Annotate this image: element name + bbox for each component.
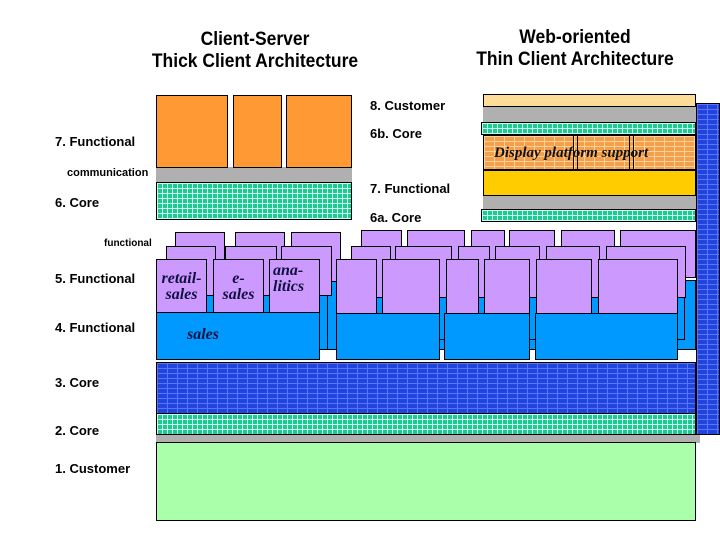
right-title: Web-oriented Thin Client Architecture (455, 27, 694, 71)
analitics-label: ana- litics (270, 263, 319, 295)
core-2-layer (156, 413, 696, 435)
function-block-front-a (336, 313, 440, 360)
core-3-layer (156, 362, 696, 414)
function-block-front-b (444, 313, 530, 360)
left-title-line2: Thick Client Architecture (151, 51, 359, 72)
analitics-line2: litics (273, 278, 305, 295)
label-7-functional-right: 7. Functional (370, 181, 451, 196)
module-front-6 (446, 259, 479, 314)
communication-layer (156, 167, 352, 182)
blue-core-side-column (696, 103, 720, 435)
label-4-functional: 4. Functional (55, 320, 136, 335)
client-app-block-2 (233, 95, 282, 168)
function-block-front-c (535, 313, 678, 360)
module-front-5 (382, 259, 440, 314)
label-7-functional: 7. Functional (55, 134, 136, 149)
sales-label: sales (187, 326, 219, 343)
display-platform-support-layer: Display platform support (483, 135, 696, 170)
analitics-line1: ana- (273, 262, 304, 279)
retail-sales-line1: retail- (161, 270, 202, 287)
client-app-block-3 (286, 95, 352, 168)
customer-1-layer (156, 442, 696, 521)
core-6b-layer (481, 122, 696, 135)
module-e-sales: e- sales (213, 259, 264, 313)
display-platform-support-label: Display platform support (494, 145, 649, 161)
label-6-core: 6. Core (55, 195, 100, 210)
core-6a-layer (481, 209, 696, 222)
gray-layer-7 (483, 196, 696, 209)
gray-layer-8 (483, 107, 696, 122)
module-front-8 (536, 259, 592, 314)
sales-block: sales (156, 312, 320, 360)
label-2-core: 2. Core (55, 423, 100, 438)
retail-sales-label: retail- sales (157, 271, 206, 303)
label-8-customer: 8. Customer (370, 98, 446, 113)
label-3-core: 3. Core (55, 375, 100, 390)
module-analitics: ana- litics (269, 259, 320, 313)
left-title-line1: Client-Server (200, 29, 310, 50)
module-front-9 (598, 259, 678, 314)
module-retail-sales: retail- sales (156, 259, 207, 313)
gray-layer-bottom (156, 435, 700, 443)
right-title-line2: Thin Client Architecture (476, 49, 674, 70)
display-gap-1 (573, 136, 578, 170)
label-communication: communication (67, 167, 149, 179)
functional-7-web-layer (483, 170, 696, 196)
display-gap-2 (629, 136, 634, 170)
module-front-4 (336, 259, 377, 314)
client-app-block-1 (156, 95, 228, 168)
customer-8-layer (483, 94, 696, 107)
right-title-line1: Web-oriented (519, 27, 631, 48)
label-6a-core: 6a. Core (370, 210, 422, 225)
e-sales-label: e- sales (214, 271, 263, 303)
label-1-customer: 1. Customer (55, 461, 131, 476)
e-sales-line2: sales (222, 286, 255, 303)
retail-sales-line2: sales (165, 286, 198, 303)
label-6b-core: 6b. Core (370, 126, 423, 141)
module-front-7 (484, 259, 530, 314)
label-functional-small: functional (104, 238, 152, 249)
left-title: Client-Server Thick Client Architecture (131, 29, 379, 73)
label-5-functional: 5. Functional (55, 271, 136, 286)
e-sales-line1: e- (232, 270, 245, 287)
core-6-layer (156, 182, 352, 220)
